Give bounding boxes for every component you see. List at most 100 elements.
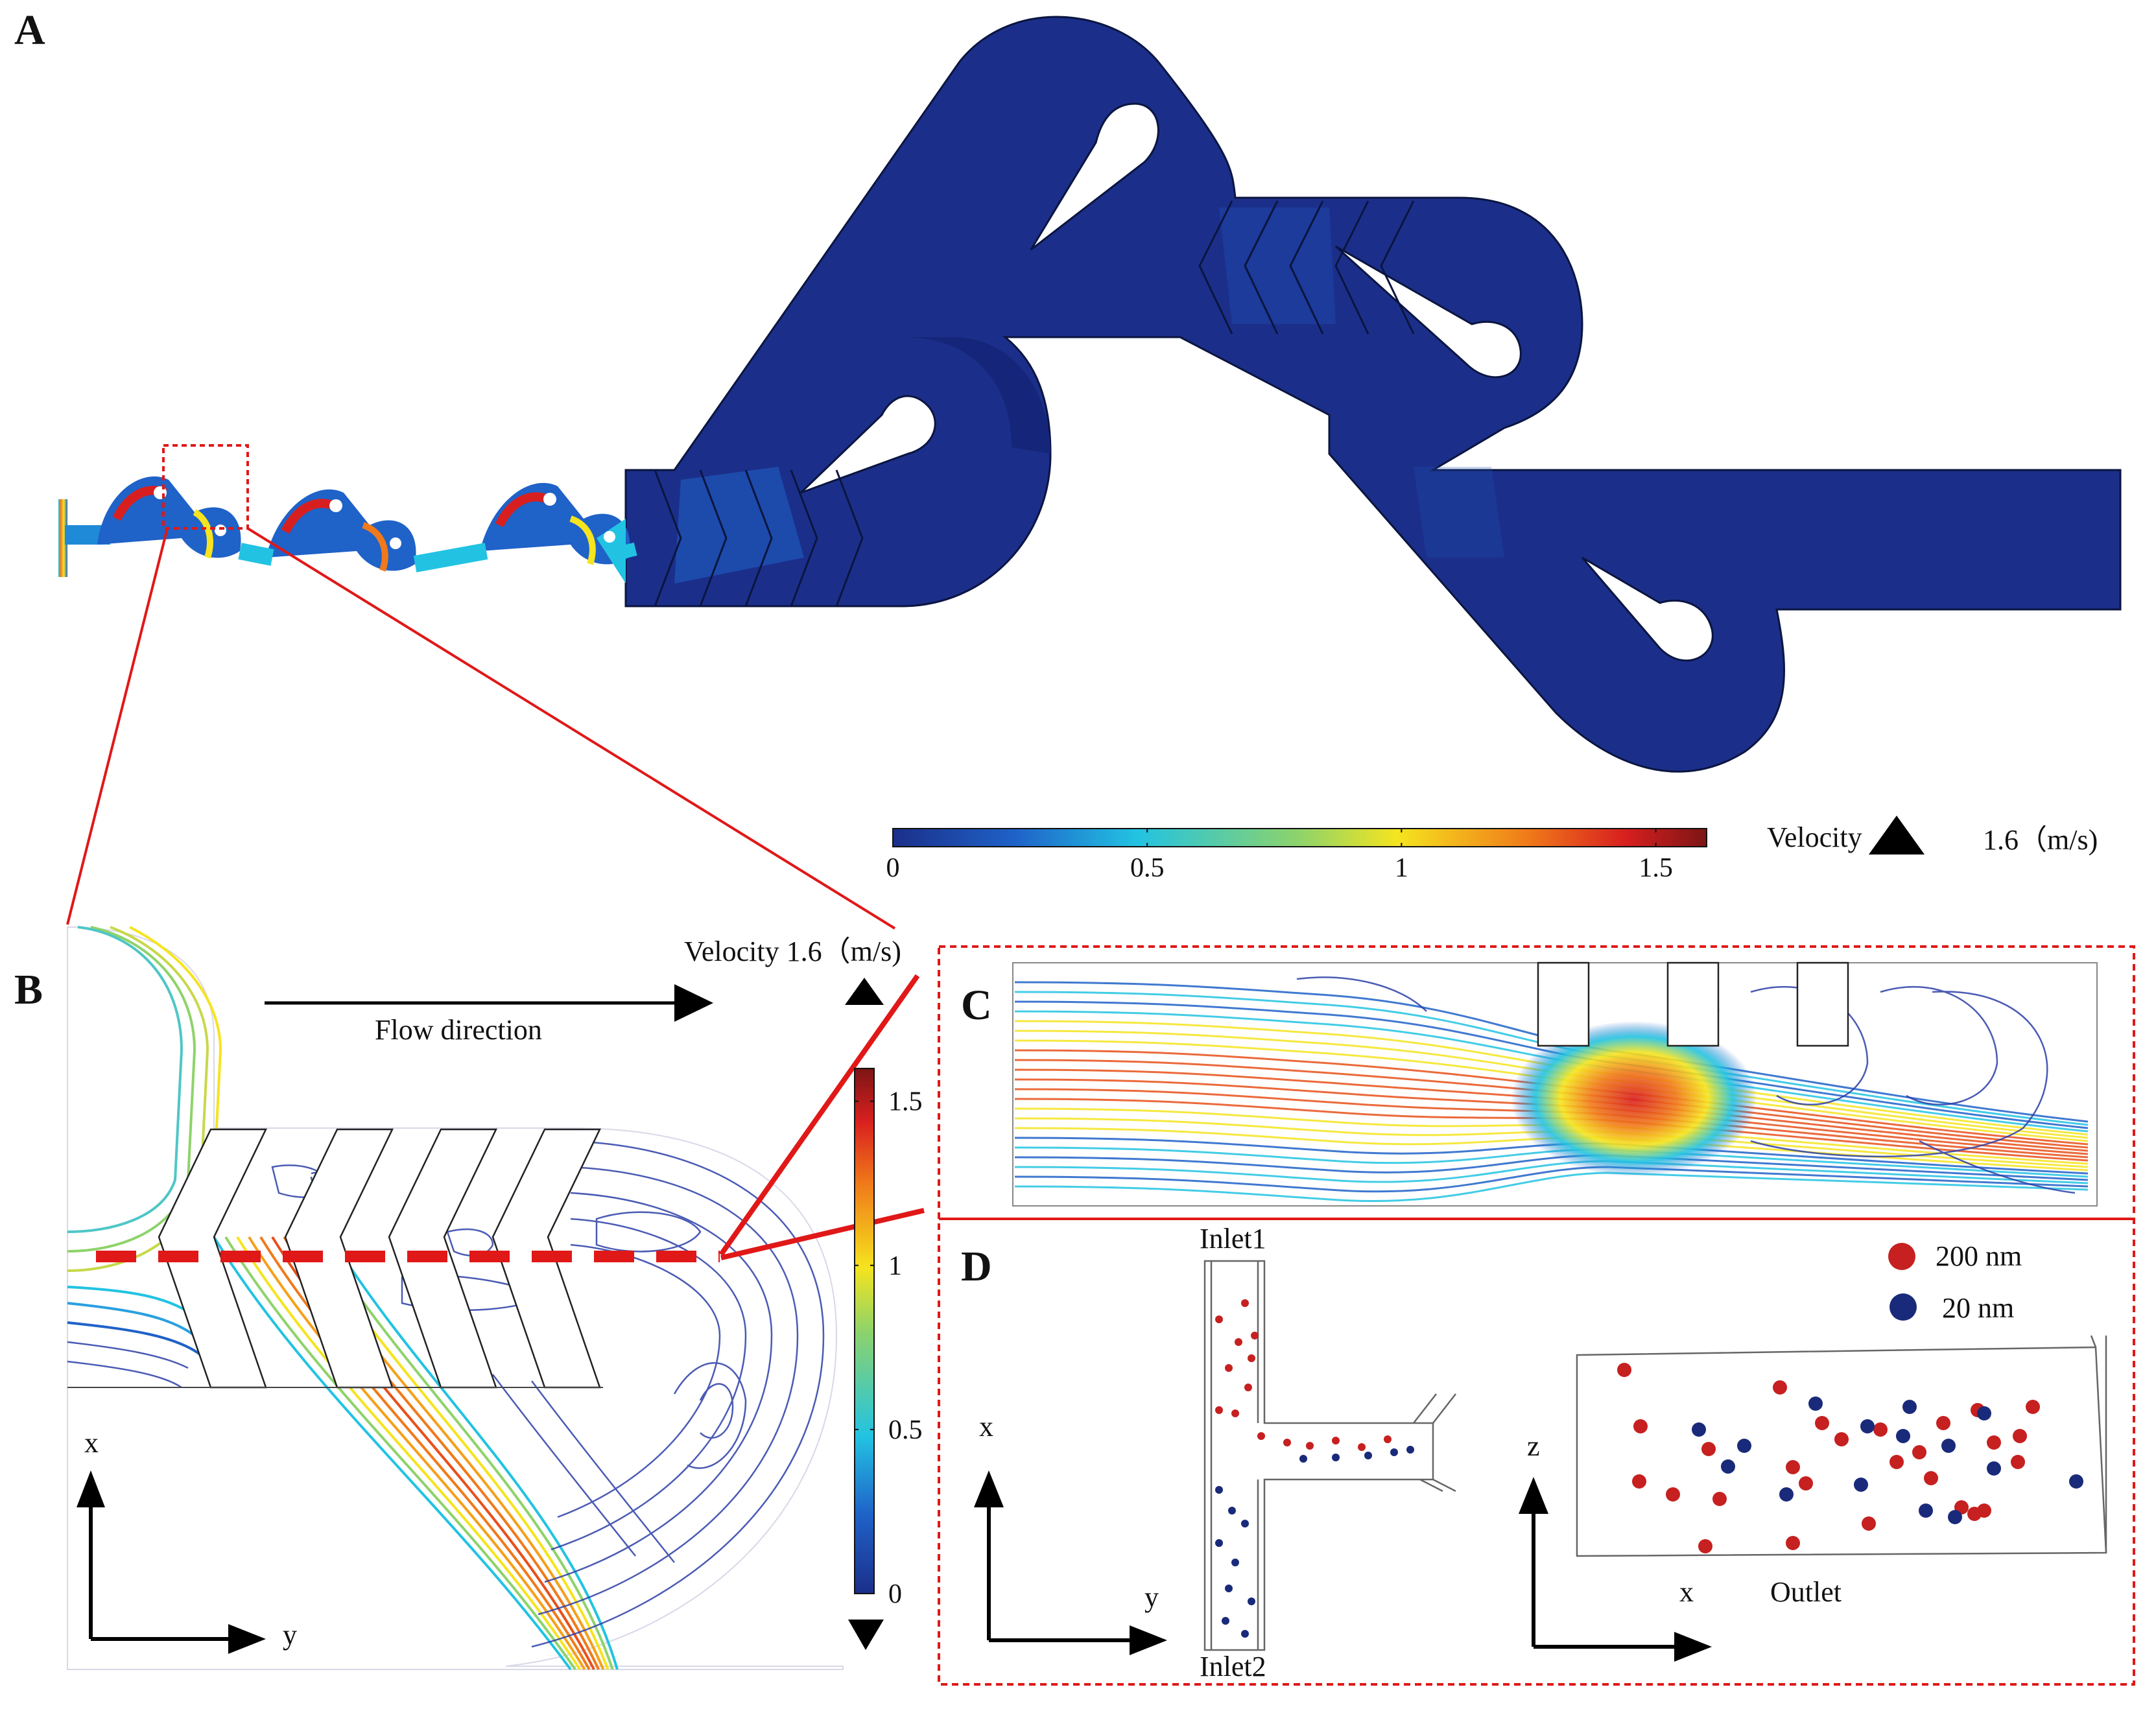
particle-200nm (1799, 1476, 1813, 1491)
panel-b-streamline-view (67, 926, 844, 1671)
particle-200nm (1967, 1507, 1982, 1521)
section-streamline (1014, 1000, 2089, 1129)
particle-200nm (1889, 1455, 1904, 1469)
section-streamline (1014, 1010, 2089, 1133)
particle-200nm (2011, 1455, 2025, 1469)
particle-20nm (1860, 1419, 1875, 1433)
panel-a-velocity-label: Velocity (1767, 821, 1862, 853)
particle-200nm (1358, 1443, 1366, 1451)
panel-a-colorbar-bar (892, 828, 1707, 847)
section-streamline (1014, 1146, 2089, 1178)
panel-a-label: A (14, 6, 45, 54)
particle-20nm (1241, 1520, 1249, 1527)
panel-d-label: D (961, 1243, 992, 1290)
particle-20nm (1364, 1452, 1372, 1459)
particle-20nm (1222, 1617, 1229, 1625)
panel-a-colorbar-tick-label: 0 (886, 853, 900, 883)
panel-a-colorbar-tick-label: 0.5 (1130, 853, 1165, 883)
particle-200nm (1698, 1539, 1712, 1553)
particle-20nm (1896, 1429, 1910, 1443)
particle-200nm (1873, 1422, 1888, 1437)
panel-a-max-triangle-icon (1869, 816, 1925, 854)
zoom-connector-lines (66, 527, 896, 930)
particle-20nm (1231, 1559, 1239, 1566)
particle-20nm (1948, 1510, 1962, 1524)
particle-20nm (1225, 1585, 1233, 1592)
particle-20nm (1692, 1422, 1706, 1437)
particle-20nm (1406, 1446, 1414, 1454)
jet-streamline (259, 1236, 591, 1670)
panel-b-max-triangle-icon (845, 978, 884, 1005)
particle-20nm (1299, 1455, 1307, 1463)
particle-200nm (1815, 1416, 1829, 1430)
particle-200nm (1773, 1380, 1787, 1395)
particle-200nm (1786, 1460, 1800, 1474)
panel-b-colorbar: 1.510.50 (854, 1068, 923, 1609)
section-streamline (1014, 1020, 2089, 1136)
panel-d-t-junction (1203, 1260, 1456, 1651)
particle-20nm (2069, 1474, 2083, 1489)
panel-a-large-channel (624, 16, 2122, 773)
section-streamline (1014, 1117, 2089, 1168)
section-streamline (1014, 1166, 2089, 1193)
particle-200nm (1834, 1432, 1849, 1446)
panel-d-left-axes (987, 1504, 1133, 1642)
panel-d-outlet-box (1576, 1335, 2107, 1557)
panel-b-label: B (14, 966, 43, 1013)
section-streamline (1014, 991, 2089, 1126)
panel-c-section-view (1012, 961, 2098, 1207)
particle-200nm (1712, 1492, 1727, 1506)
section-streamline (1014, 1039, 2089, 1142)
section-streamline (1014, 1172, 2089, 1203)
particle-200nm (1701, 1442, 1716, 1456)
particle-200nm (1306, 1442, 1314, 1450)
jet-streamline (236, 1236, 582, 1671)
particle-200nm (2013, 1429, 2027, 1443)
particle-20nm (1737, 1439, 1751, 1453)
section-streamline (1014, 981, 2089, 1123)
particle-20nm (1941, 1439, 1956, 1453)
legend-20nm-marker (1889, 1293, 1917, 1321)
jet-streamline (213, 1236, 572, 1671)
particle-200nm (1241, 1299, 1249, 1307)
panel-a-max-value: 1.6（m/s) (1983, 824, 2098, 856)
particle-200nm (1384, 1435, 1392, 1443)
particle-200nm (1912, 1445, 1926, 1459)
outlet-label: Outlet (1770, 1576, 1842, 1608)
particle-200nm (1632, 1474, 1646, 1489)
panel-b-connector-lines (718, 974, 925, 1260)
panel-b-colorbar-tick-label: 0.5 (888, 1415, 923, 1445)
section-streamline (1014, 1107, 2089, 1165)
particle-20nm (1332, 1454, 1340, 1461)
particle-200nm (1666, 1487, 1680, 1502)
panel-a-small-channel (58, 444, 637, 583)
particle-20nm (1779, 1487, 1794, 1502)
panel-d-right-axes (1532, 1511, 1678, 1649)
particle-20nm (1215, 1539, 1223, 1547)
panel-cd-dashed-frame (938, 945, 2135, 1686)
particle-20nm (1902, 1400, 1917, 1414)
panel-a-teardrop-holes (800, 102, 1714, 662)
panel-d-right-axis-x-label: x (1679, 1576, 1694, 1608)
particle-20nm (1390, 1448, 1398, 1456)
panel-a-colorbar-tick-label: 1 (1395, 853, 1408, 883)
legend-200nm-marker (1888, 1243, 1915, 1270)
panel-b-colorbar-tick-label: 1.5 (888, 1087, 923, 1117)
particle-200nm (1248, 1354, 1255, 1362)
jet-streamline (224, 1236, 576, 1671)
particle-200nm (1987, 1435, 2001, 1450)
particle-200nm (1332, 1437, 1340, 1444)
particle-20nm (1919, 1503, 1933, 1518)
panel-d-right-axis-z-label: z (1527, 1430, 1540, 1462)
panel-b-min-triangle-icon (848, 1620, 884, 1650)
panel-b-colorbar-tick-label: 1 (888, 1251, 902, 1281)
particle-20nm (1215, 1486, 1223, 1494)
section-streamline (1014, 1137, 2089, 1175)
particle-legend: 200 nm 20 nm (1888, 1240, 2022, 1324)
particle-200nm (2026, 1400, 2040, 1414)
particle-20nm (1808, 1397, 1823, 1411)
legend-200nm-label: 200 nm (1936, 1240, 2022, 1272)
particle-200nm (1283, 1439, 1291, 1446)
